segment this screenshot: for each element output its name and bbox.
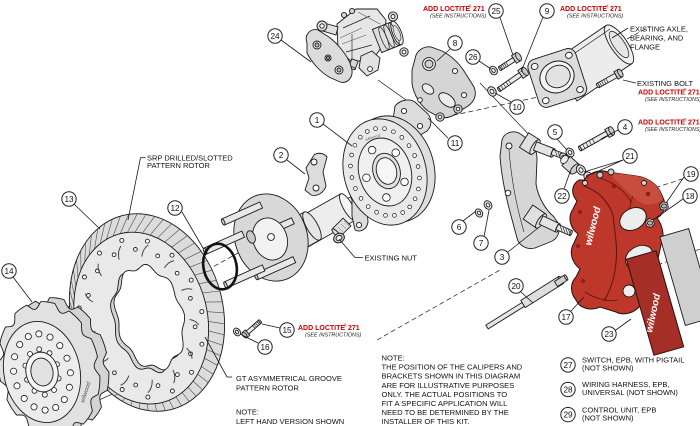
svg-text:18: 18 xyxy=(685,192,695,201)
svg-text:ADD LOCTITE: ADD LOCTITE xyxy=(298,325,345,332)
svg-text:17: 17 xyxy=(561,313,571,322)
svg-text:13: 13 xyxy=(64,195,74,204)
svg-text:7: 7 xyxy=(479,239,484,248)
svg-text:LEFT HAND VERSION SHOWN: LEFT HAND VERSION SHOWN xyxy=(236,417,344,426)
svg-text:INSTALLER OF THIS KIT.: INSTALLER OF THIS KIT. xyxy=(382,417,470,426)
svg-text:4: 4 xyxy=(623,123,628,132)
svg-text:(NOT SHOWN): (NOT SHOWN) xyxy=(582,363,634,372)
svg-text:EXISTING NUT: EXISTING NUT xyxy=(365,253,418,262)
svg-text:ONLY. THE ACTUAL POSITIONS TO: ONLY. THE ACTUAL POSITIONS TO xyxy=(382,390,508,399)
svg-text:SRP DRILLED/SLOTTED: SRP DRILLED/SLOTTED xyxy=(147,153,233,162)
svg-text:NOTE:: NOTE: xyxy=(382,354,405,363)
svg-text:16: 16 xyxy=(260,343,270,352)
svg-text:(SEE INSTRUCTIONS): (SEE INSTRUCTIONS) xyxy=(645,97,700,103)
svg-text:ARE FOR ILLUSTRATIVE PURPOSES: ARE FOR ILLUSTRATIVE PURPOSES xyxy=(382,381,515,390)
svg-text:PATTERN ROTOR: PATTERN ROTOR xyxy=(236,384,300,393)
svg-text:BRACKETS SHOWN IN THIS DIAGRAM: BRACKETS SHOWN IN THIS DIAGRAM xyxy=(382,372,521,381)
svg-text:24: 24 xyxy=(270,32,280,41)
svg-text:CONTROL UNIT, EPB: CONTROL UNIT, EPB xyxy=(582,406,656,415)
svg-text:21: 21 xyxy=(625,152,635,161)
svg-text:14: 14 xyxy=(4,267,14,276)
svg-text:SWITCH, EPB, WITH PIGTAIL: SWITCH, EPB, WITH PIGTAIL xyxy=(582,355,684,364)
svg-text:23: 23 xyxy=(604,330,614,339)
svg-text:WIRING HARNESS, EPB,: WIRING HARNESS, EPB, xyxy=(582,380,670,389)
svg-text:EXISTING AXLE,: EXISTING AXLE, xyxy=(630,25,688,34)
svg-text:10: 10 xyxy=(512,103,522,112)
svg-text:2: 2 xyxy=(279,151,284,160)
svg-text:(NOT SHOWN): (NOT SHOWN) xyxy=(582,413,634,422)
svg-text:19: 19 xyxy=(686,170,696,179)
svg-text:EXISTING BOLT: EXISTING BOLT xyxy=(637,79,694,88)
svg-text:(SEE INSTRUCTIONS): (SEE INSTRUCTIONS) xyxy=(430,14,487,20)
svg-text:1: 1 xyxy=(315,116,320,125)
svg-text:271: 271 xyxy=(610,6,622,13)
svg-text:26: 26 xyxy=(468,53,478,62)
svg-text:ADD LOCTITE: ADD LOCTITE xyxy=(638,90,685,97)
svg-text:25: 25 xyxy=(491,7,501,16)
svg-text:FLANGE: FLANGE xyxy=(630,43,660,52)
svg-text:3: 3 xyxy=(500,253,505,262)
svg-text:BEARING, AND: BEARING, AND xyxy=(630,34,684,43)
svg-text:ADD LOCTITE: ADD LOCTITE xyxy=(638,120,685,127)
svg-text:20: 20 xyxy=(511,282,521,291)
svg-text:THE POSITION OF THE CALIPERS A: THE POSITION OF THE CALIPERS AND xyxy=(382,363,523,372)
svg-text:271: 271 xyxy=(473,6,485,13)
svg-text:®: ® xyxy=(469,4,473,9)
svg-text:®: ® xyxy=(684,88,688,93)
svg-text:11: 11 xyxy=(451,139,460,148)
svg-text:271: 271 xyxy=(688,120,700,127)
svg-text:29: 29 xyxy=(563,411,573,420)
svg-text:5: 5 xyxy=(553,128,558,137)
svg-text:PATTERN ROTOR: PATTERN ROTOR xyxy=(147,161,211,170)
svg-text:GT ASYMMETRICAL GROOVE: GT ASYMMETRICAL GROOVE xyxy=(236,374,342,383)
svg-text:ADD LOCTITE: ADD LOCTITE xyxy=(560,6,607,13)
svg-text:(SEE INSTRUCTIONS): (SEE INSTRUCTIONS) xyxy=(645,127,700,133)
svg-text:®: ® xyxy=(606,4,610,9)
svg-text:22: 22 xyxy=(557,192,567,201)
svg-text:15: 15 xyxy=(282,326,292,335)
svg-text:28: 28 xyxy=(563,385,573,394)
svg-text:UNIVERSAL (NOT SHOWN): UNIVERSAL (NOT SHOWN) xyxy=(582,388,678,397)
svg-text:9: 9 xyxy=(545,7,550,16)
svg-text:(SEE INSTRUCTIONS): (SEE INSTRUCTIONS) xyxy=(567,14,624,20)
svg-text:wilwood: wilwood xyxy=(365,132,381,142)
svg-text:NOTE:: NOTE: xyxy=(236,408,259,417)
svg-text:27: 27 xyxy=(563,361,573,370)
svg-text:(SEE INSTRUCTIONS): (SEE INSTRUCTIONS) xyxy=(305,333,362,339)
svg-text:6: 6 xyxy=(457,223,462,232)
svg-text:12: 12 xyxy=(170,204,180,213)
svg-text:ADD LOCTITE: ADD LOCTITE xyxy=(423,6,470,13)
svg-text:271: 271 xyxy=(348,325,360,332)
svg-text:®: ® xyxy=(344,323,348,328)
svg-text:®: ® xyxy=(684,118,688,123)
svg-text:271: 271 xyxy=(688,90,700,97)
svg-text:NEED TO BE DETERMINED BY THE: NEED TO BE DETERMINED BY THE xyxy=(382,408,509,417)
svg-text:8: 8 xyxy=(453,39,458,48)
svg-text:FIT A SPECIFIC APPLICATION WIL: FIT A SPECIFIC APPLICATION WILL xyxy=(382,399,508,408)
